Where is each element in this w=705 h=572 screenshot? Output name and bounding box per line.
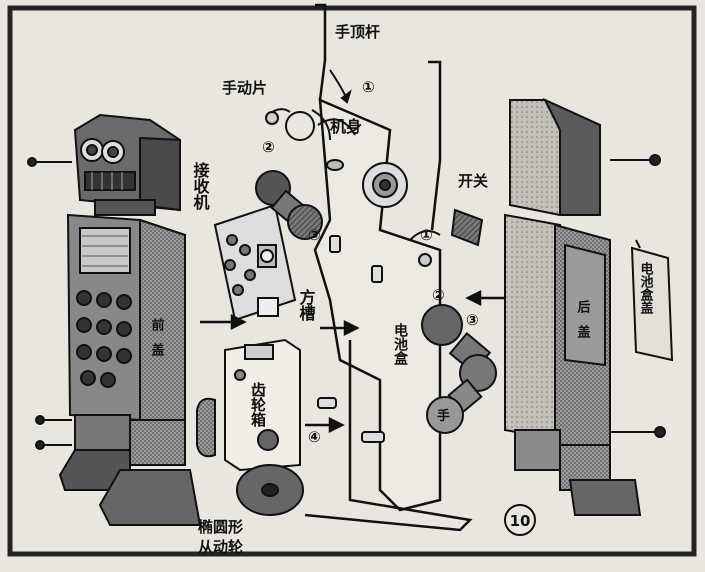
label-rear-cover: 后盖 bbox=[575, 299, 591, 350]
label-body: 机身 bbox=[330, 117, 362, 136]
marker-2-right: ② bbox=[432, 286, 445, 304]
left-arm-assembly bbox=[255, 109, 331, 240]
marker-4: ④ bbox=[308, 428, 321, 446]
switch-part bbox=[409, 208, 484, 267]
figure-number: 10 bbox=[510, 512, 531, 530]
label-battery-cover: 电池盒盖 bbox=[638, 261, 654, 315]
small-pins bbox=[317, 235, 385, 443]
battery-cover-part bbox=[630, 239, 674, 362]
marker-3-left: ③ bbox=[308, 226, 321, 244]
marker-1-top: ① bbox=[362, 78, 375, 96]
svg-text:从动轮: 从动轮 bbox=[198, 538, 243, 556]
rear-cover-part bbox=[504, 97, 666, 516]
marker-1-right: ① bbox=[420, 226, 433, 244]
label-hand-push-rod: 手顶杆 bbox=[335, 23, 380, 41]
label-hand-moving-piece: 手动片 bbox=[222, 79, 267, 97]
label-hand: 手 bbox=[437, 408, 450, 424]
elliptic-wheel-part bbox=[236, 464, 304, 516]
label-battery-box: 电池盒 bbox=[392, 322, 409, 366]
label-gearbox: 齿轮箱 bbox=[249, 382, 267, 428]
assembly-arrows bbox=[200, 289, 505, 434]
svg-text:椭圆形: 椭圆形 bbox=[198, 518, 243, 536]
frame-border bbox=[7, 5, 697, 557]
marker-3-right: ③ bbox=[466, 311, 479, 329]
hand-push-rod bbox=[265, 69, 352, 125]
front-cover-part bbox=[27, 113, 202, 526]
label-switch: 开关 bbox=[458, 172, 488, 190]
figure-number-circle bbox=[504, 504, 536, 536]
label-elliptic-wheel: 椭圆形 从动轮 bbox=[198, 518, 243, 556]
receiver-board bbox=[213, 203, 297, 322]
right-arm-assembly bbox=[421, 304, 497, 434]
body-frame bbox=[304, 3, 473, 532]
label-square-slot: 方槽 bbox=[297, 288, 316, 322]
step-markers: ① ② ③ ① ② ③ ④ bbox=[262, 78, 479, 446]
gearbox-part bbox=[196, 338, 301, 472]
marker-2-left: ② bbox=[262, 138, 275, 156]
body-motor bbox=[317, 118, 408, 208]
label-front-cover: 前盖 bbox=[149, 317, 165, 368]
label-receiver: 接收机 bbox=[191, 161, 210, 211]
